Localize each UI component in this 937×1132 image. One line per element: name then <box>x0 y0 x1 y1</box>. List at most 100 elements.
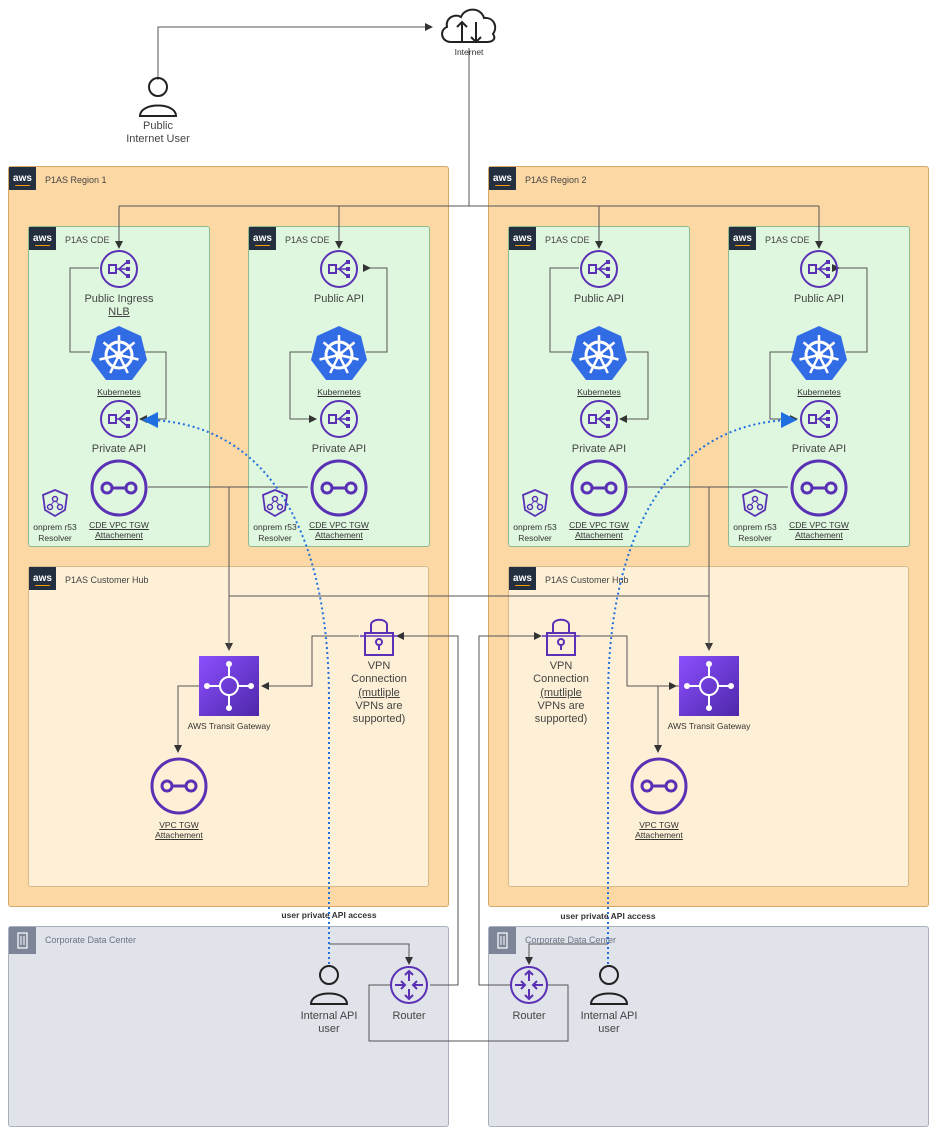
cde-box-1: aws P1AS CDE <box>28 226 210 547</box>
vpn-label-l4: VPNs are <box>537 700 585 712</box>
route53-resolver-icon <box>40 488 70 518</box>
transit-gateway-icon <box>199 656 259 716</box>
vpn-lock-icon <box>542 618 580 656</box>
aws-logo-icon: aws <box>29 567 56 590</box>
cde-title: P1AS CDE <box>65 235 110 245</box>
private-api-label: Private API <box>91 443 147 455</box>
vpc-attach-label2: Attachement <box>635 830 683 840</box>
cde-top-label: Public Ingress <box>84 293 154 305</box>
kubernetes-icon <box>89 324 149 384</box>
vpc-attachment-icon <box>789 458 849 518</box>
tgw-label: AWS Transit Gateway <box>667 721 751 731</box>
vpc-attach-label1: VPC TGW <box>639 820 679 830</box>
resolver-label1: onprem r53 <box>253 522 297 532</box>
vpc-attachment-icon <box>309 458 369 518</box>
cde-title: P1AS CDE <box>285 235 330 245</box>
private-api-label: Private API <box>571 443 627 455</box>
vpn-label-l1: VPN <box>549 660 573 672</box>
region-2-title: P1AS Region 2 <box>525 175 587 185</box>
private-api-label: Private API <box>311 443 367 455</box>
cde-title: P1AS CDE <box>545 235 590 245</box>
nlb-icon <box>579 399 619 439</box>
resolver-label1: onprem r53 <box>733 522 777 532</box>
nlb-icon <box>799 399 839 439</box>
dc-title: Corporate Data Center <box>45 935 137 945</box>
vpn-label-l4: VPNs are <box>355 700 403 712</box>
resolver-label1: onprem r53 <box>33 522 77 532</box>
vpn-lock-icon <box>360 618 398 656</box>
kubernetes-icon <box>789 324 849 384</box>
vpc-attachment-icon <box>150 757 208 815</box>
resolver-label2: Resolver <box>738 533 772 543</box>
internal-user-line2: user <box>318 1023 340 1035</box>
route53-resolver-icon <box>740 488 770 518</box>
vpn-label-l1: VPN <box>367 660 391 672</box>
user-icon <box>309 965 349 1005</box>
user-access-label: user private API access <box>281 910 377 920</box>
cde-box-4: aws P1AS CDE <box>728 226 910 547</box>
resolver-label2: Resolver <box>38 533 72 543</box>
hub-title: P1AS Customer Hub <box>545 575 629 585</box>
vpc-attachment-icon <box>630 757 688 815</box>
kubernetes-label: Kubernetes <box>317 387 361 397</box>
aws-logo-icon: aws <box>509 227 536 250</box>
region-1-title: P1AS Region 1 <box>45 175 107 185</box>
vpc-attach-label1: VPC TGW <box>159 820 199 830</box>
internet-label: Internet <box>454 47 484 57</box>
internal-user-line1: Internal API <box>580 1010 638 1022</box>
user-access-label: user private API access <box>560 911 656 921</box>
router-label: Router <box>512 1010 546 1022</box>
cde-attach-label2: Attachement <box>575 530 623 540</box>
vpn-label-l2: Connection <box>351 673 407 685</box>
resolver-label2: Resolver <box>518 533 552 543</box>
public-user-line1: Public <box>143 120 173 132</box>
building-icon <box>489 927 516 954</box>
tgw-label: AWS Transit Gateway <box>187 721 271 731</box>
hub-title: P1AS Customer Hub <box>65 575 149 585</box>
data-center-1: Corporate Data Center <box>8 926 449 1127</box>
dc-title: Corporate Data Center <box>525 935 617 945</box>
cde-box-2: aws P1AS CDE <box>248 226 430 547</box>
user-icon <box>589 965 629 1005</box>
kubernetes-label: Kubernetes <box>97 387 141 397</box>
aws-logo-icon: aws <box>509 567 536 590</box>
cde-top-label2: NLB <box>108 306 130 318</box>
router-label: Router <box>392 1010 426 1022</box>
public-user-line2: Internet User <box>126 133 190 145</box>
router-icon <box>390 966 428 1004</box>
aws-logo-icon: aws <box>489 167 516 190</box>
vpn-label-l3: (mutliple <box>540 687 582 699</box>
kubernetes-label: Kubernetes <box>797 387 841 397</box>
kubernetes-icon <box>569 324 629 384</box>
cde-attach-label2: Attachement <box>795 530 843 540</box>
cde-attach-label1: CDE VPC TGW <box>569 520 629 530</box>
cde-attach-label2: Attachement <box>315 530 363 540</box>
kubernetes-icon <box>309 324 369 384</box>
nlb-icon <box>579 249 619 289</box>
transit-gateway-icon <box>679 656 739 716</box>
aws-logo-icon: aws <box>29 227 56 250</box>
vpn-label-l2: Connection <box>533 673 589 685</box>
kubernetes-label: Kubernetes <box>577 387 621 397</box>
router-icon <box>510 966 548 1004</box>
route53-resolver-icon <box>260 488 290 518</box>
nlb-icon <box>99 249 139 289</box>
user-icon <box>138 77 178 117</box>
nlb-icon <box>799 249 839 289</box>
cde-top-label: Public API <box>573 293 625 305</box>
cde-attach-label1: CDE VPC TGW <box>789 520 849 530</box>
cde-attach-label1: CDE VPC TGW <box>89 520 149 530</box>
vpc-attach-label2: Attachement <box>155 830 203 840</box>
building-icon <box>9 927 36 954</box>
vpn-label-l3: (mutliple <box>358 687 400 699</box>
data-center-2: Corporate Data Center <box>488 926 929 1127</box>
cde-attach-label2: Attachement <box>95 530 143 540</box>
aws-logo-icon: aws <box>249 227 276 250</box>
cde-top-label: Public API <box>793 293 845 305</box>
private-api-label: Private API <box>791 443 847 455</box>
aws-logo-icon: aws <box>729 227 756 250</box>
vpc-attachment-icon <box>569 458 629 518</box>
nlb-icon <box>319 249 359 289</box>
cde-attach-label1: CDE VPC TGW <box>309 520 369 530</box>
